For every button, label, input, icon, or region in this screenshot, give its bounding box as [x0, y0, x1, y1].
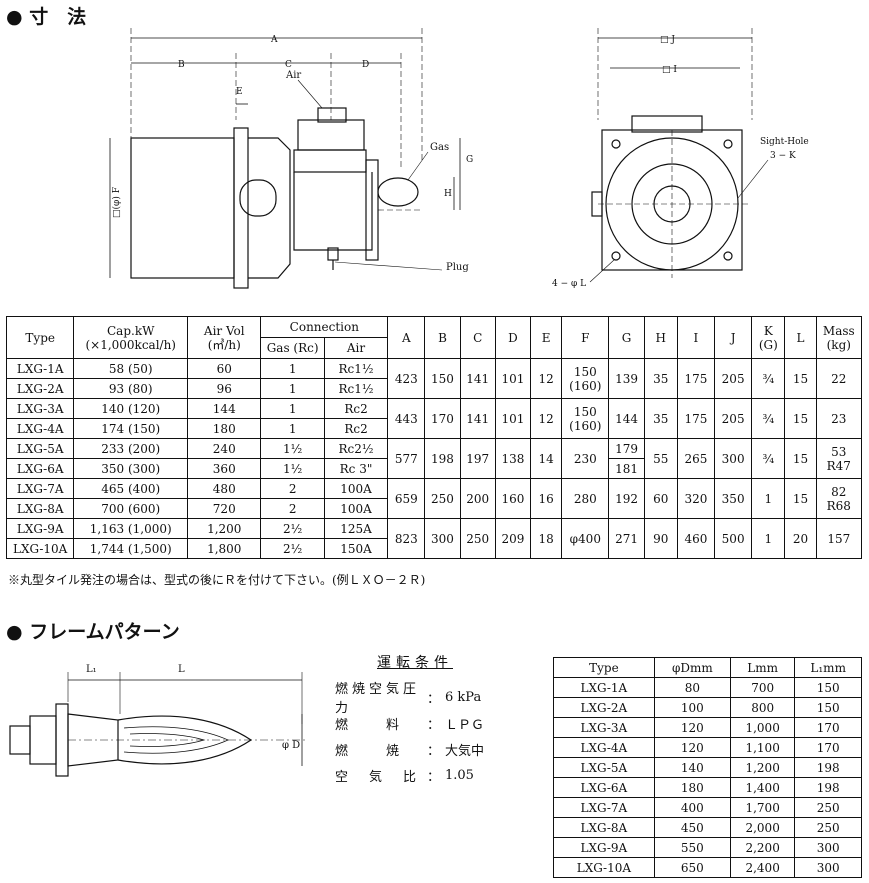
th-airvol: Air Vol(㎥/h) — [187, 316, 262, 359]
front-view-drawing: □ J □ I Sight-Hole 3 − K 4 − φ L — [552, 28, 809, 289]
th-k: K(G) — [751, 316, 786, 359]
th-flame-d: φDmm — [653, 657, 731, 678]
flame-label-l: L — [178, 664, 185, 675]
tile-order-note: ※丸型タイル発注の場合は、型式の後にＲを付けて下さい。(例ＬＸＯ－２Ｒ) — [8, 573, 426, 587]
th-gas: Gas (Rc) — [260, 337, 325, 359]
section-title: フレームパターン — [29, 621, 180, 643]
operating-conditions: 運転条件 燃焼空気圧力：6 kPa 燃 料：ＬＰＧ 燃 焼：大気中 空 気 比：… — [335, 652, 484, 788]
air-label: Air — [285, 70, 301, 81]
th-d: D — [494, 316, 532, 359]
flame-label-l1: L₁ — [86, 664, 97, 675]
th-type: Type — [5, 316, 75, 359]
conditions-title: 運転条件 — [377, 655, 453, 671]
dim-label-d: D — [362, 60, 369, 70]
dim-label-j: □ J — [660, 35, 675, 45]
th-j: J — [714, 316, 753, 359]
th-cap: Cap.kW(×1,000kcal/h) — [73, 316, 189, 359]
th-e: E — [529, 316, 563, 359]
th-flame-l1: L₁mm — [794, 657, 862, 678]
bolt-label: 4 − φ L — [552, 279, 586, 289]
th-air: Air — [323, 337, 389, 359]
dim-label-i: □ I — [662, 65, 677, 75]
side-view-drawing: A B C D E G H □(φ) F Air Gas Plug — [109, 28, 473, 289]
condition-row: 燃 焼：大気中 — [335, 743, 485, 759]
condition-row: 空 気 比：1.05 — [335, 767, 474, 785]
section-dimensions-heading: ● 寸 法 — [6, 2, 86, 29]
th-a: A — [387, 316, 426, 359]
dim-label-c: C — [285, 60, 292, 70]
section-title: 寸 法 — [29, 6, 87, 28]
th-c: C — [459, 316, 496, 359]
spec-table: Type Cap.kW(×1,000kcal/h) Air Vol(㎥/h) C… — [5, 316, 863, 559]
th-l: L — [784, 316, 817, 359]
th-flame-l: Lmm — [729, 657, 796, 678]
bullet: ● — [6, 6, 23, 28]
sight-k-label: 3 − K — [770, 151, 796, 161]
flame-pattern-drawing: L₁ L φ D — [9, 664, 306, 777]
th-b: B — [424, 316, 461, 359]
sight-hole-label: Sight-Hole — [760, 137, 809, 147]
plug-label: Plug — [446, 262, 469, 273]
bullet: ● — [6, 621, 23, 643]
gas-label: Gas — [430, 142, 449, 153]
th-g: G — [608, 316, 645, 359]
condition-row: 燃焼空気圧力：6 kPa — [335, 682, 482, 716]
th-mass: Mass(kg) — [815, 316, 863, 359]
dim-label-h: H — [444, 189, 452, 199]
dim-label-e: E — [236, 87, 243, 97]
th-i: I — [676, 316, 716, 359]
dim-label-a: A — [270, 35, 278, 45]
flame-label-d: φ D — [282, 740, 300, 751]
dim-label-b: B — [178, 60, 185, 70]
th-h: H — [643, 316, 678, 359]
dim-label-g: G — [466, 155, 473, 165]
th-flame-type: Type — [553, 657, 655, 678]
th-connection: Connection — [260, 316, 389, 338]
section-flame-heading: ● フレームパターン — [6, 617, 180, 644]
dim-label-f: □(φ) F — [111, 187, 122, 218]
th-f: F — [561, 316, 610, 359]
condition-row: 燃 料：ＬＰＧ — [335, 717, 485, 733]
